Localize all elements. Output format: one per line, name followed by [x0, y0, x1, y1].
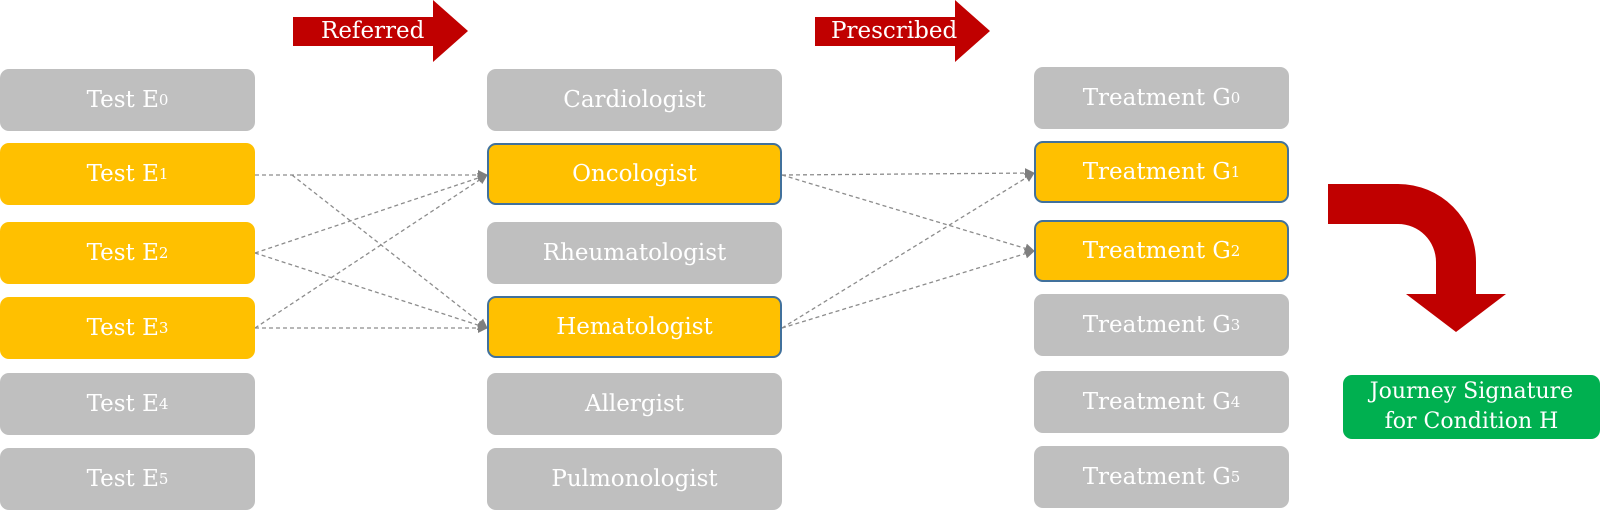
test-label: Test E	[86, 315, 159, 341]
treatment-label: Treatment G	[1082, 238, 1231, 264]
test-label: Test E	[86, 161, 159, 187]
test-label: Test E	[86, 240, 159, 266]
treatment-label: Treatment G	[1082, 389, 1231, 415]
specialist-hematologist-box: Hematologist	[487, 296, 782, 358]
specialist-oncologist-box: Oncologist	[487, 143, 782, 205]
specialist-pulmonologist-box: Pulmonologist	[487, 448, 782, 510]
specialist-cardiologist-box: Cardiologist	[487, 69, 782, 131]
link-hematologist-g2	[781, 248, 1035, 329]
referred-arrow: Referred	[293, 0, 468, 62]
test-label: Test E	[86, 87, 159, 113]
specialist-label: Cardiologist	[563, 87, 706, 113]
bent-down-arrow-icon	[1328, 184, 1506, 332]
specialist-label: Pulmonologist	[551, 466, 718, 492]
journey-signature-box: Journey Signature for Condition H	[1343, 375, 1600, 439]
treatment-label: Treatment G	[1082, 312, 1231, 338]
journey-signature-line1: Journey Signature	[1369, 379, 1574, 404]
specialist-label: Rheumatologist	[542, 240, 727, 266]
link-e1-hematologist	[291, 174, 488, 329]
specialist-label: Hematologist	[556, 314, 713, 340]
specialist-allergist-box: Allergist	[487, 373, 782, 435]
test-label: Test E	[86, 391, 159, 417]
treatment-label: Treatment G	[1082, 464, 1231, 490]
link-e2-oncologist	[254, 173, 488, 254]
link-e2-hematologist	[254, 252, 488, 330]
referred-label: Referred	[321, 18, 425, 44]
link-hematologist-g1	[781, 172, 1035, 329]
journey-signature-line2: for Condition H	[1384, 409, 1559, 434]
link-oncologist-g1	[781, 168, 1035, 179]
specialist-rheumatologist-box: Rheumatologist	[487, 222, 782, 284]
test-label: Test E	[86, 466, 159, 492]
link-e3-oncologist	[254, 174, 488, 329]
prescribed-arrow: Prescribed	[815, 0, 990, 62]
treatment-label: Treatment G	[1082, 85, 1231, 111]
treatment-label: Treatment G	[1082, 159, 1231, 185]
link-oncologist-g2	[781, 174, 1035, 254]
specialist-label: Allergist	[584, 391, 685, 417]
specialist-label: Oncologist	[572, 161, 697, 187]
prescribed-label: Prescribed	[831, 18, 958, 44]
